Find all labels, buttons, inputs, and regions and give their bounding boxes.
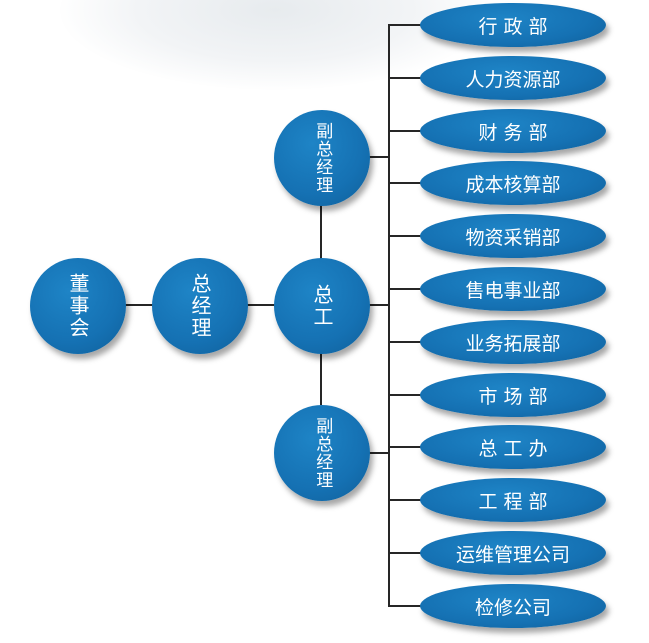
department-label: 工 程 部: [478, 490, 548, 513]
department-label: 行 政 部: [478, 15, 548, 38]
department-node: 检修公司: [420, 584, 606, 628]
department-label: 人力资源部: [465, 68, 561, 91]
connector-gm-chief: [246, 304, 276, 306]
general-manager-node: 总经理: [152, 258, 248, 354]
dept-branch-line: [388, 182, 428, 184]
dept-branch-line: [388, 552, 428, 554]
department-label: 售电事业部: [465, 279, 561, 302]
department-node: 运维管理公司: [420, 531, 606, 575]
department-node: 市 场 部: [420, 373, 606, 417]
department-label: 市 场 部: [478, 385, 548, 408]
dept-branch-line: [388, 24, 428, 26]
department-label: 检修公司: [474, 596, 551, 619]
department-node: 人力资源部: [420, 56, 606, 100]
deputy-gm-top-node: 副总经理: [274, 110, 370, 206]
connector-chief-trunk: [366, 304, 389, 306]
department-label: 运维管理公司: [455, 543, 570, 566]
department-label: 物资采销部: [465, 226, 561, 249]
department-node: 行 政 部: [420, 3, 606, 47]
chief-engineer-node: 总工: [274, 258, 370, 354]
dept-branch-line: [388, 341, 428, 343]
department-node: 成本核算部: [420, 161, 606, 205]
department-node: 业务拓展部: [420, 320, 606, 364]
chief-engineer-label: 总工: [310, 284, 334, 328]
department-label: 成本核算部: [465, 173, 561, 196]
deputy-gm-top-label: 副总经理: [312, 122, 333, 194]
department-label: 业务拓展部: [465, 332, 561, 355]
connector-deputy-bottom-trunk: [366, 452, 389, 454]
department-node: 财 务 部: [420, 109, 606, 153]
dept-branch-line: [388, 605, 428, 607]
trunk-vertical: [388, 25, 390, 606]
dept-branch-line: [388, 394, 428, 396]
department-node: 售电事业部: [420, 267, 606, 311]
dept-branch-line: [388, 446, 428, 448]
department-node: 工 程 部: [420, 478, 606, 522]
department-label: 总 工 办: [478, 437, 548, 460]
department-node: 总 工 办: [420, 425, 606, 469]
dept-branch-line: [388, 77, 428, 79]
board-node: 董事会: [30, 258, 126, 354]
deputy-gm-bottom-label: 副总经理: [312, 417, 333, 489]
dept-branch-line: [388, 499, 428, 501]
dept-branch-line: [388, 235, 428, 237]
board-label: 董事会: [66, 273, 90, 339]
dept-branch-line: [388, 288, 428, 290]
connector-board-gm: [125, 304, 155, 306]
deputy-gm-bottom-node: 副总经理: [274, 405, 370, 501]
general-manager-label: 总经理: [188, 273, 212, 339]
department-node: 物资采销部: [420, 214, 606, 258]
dept-branch-line: [388, 130, 428, 132]
connector-deputy-top-trunk: [366, 156, 389, 158]
department-label: 财 务 部: [478, 121, 548, 144]
